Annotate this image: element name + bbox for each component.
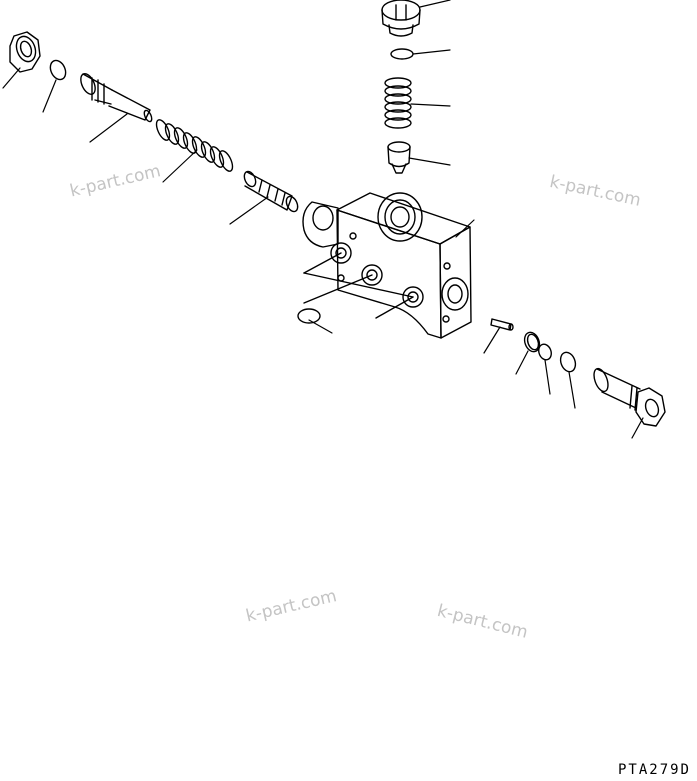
- dowel-pin: [491, 319, 513, 330]
- right-plug: [591, 367, 665, 426]
- figure-code: PTA279D: [617, 762, 691, 778]
- left-o-ring: [47, 58, 68, 82]
- right-o-ring-small: [537, 342, 554, 361]
- port-o-ring-guide: [298, 253, 413, 323]
- right-o-ring-large: [558, 350, 578, 374]
- top-plug: [382, 0, 420, 36]
- backup-ring: [522, 330, 542, 354]
- leader-lines: [3, 0, 643, 438]
- top-poppet: [388, 142, 410, 173]
- left-spring: [154, 118, 235, 173]
- top-o-ring: [391, 49, 413, 59]
- adjusting-screw: [78, 71, 153, 122]
- left-poppet: [242, 170, 300, 214]
- valve-body: [303, 193, 471, 338]
- top-spring: [385, 78, 411, 128]
- hex-nut: [10, 32, 40, 72]
